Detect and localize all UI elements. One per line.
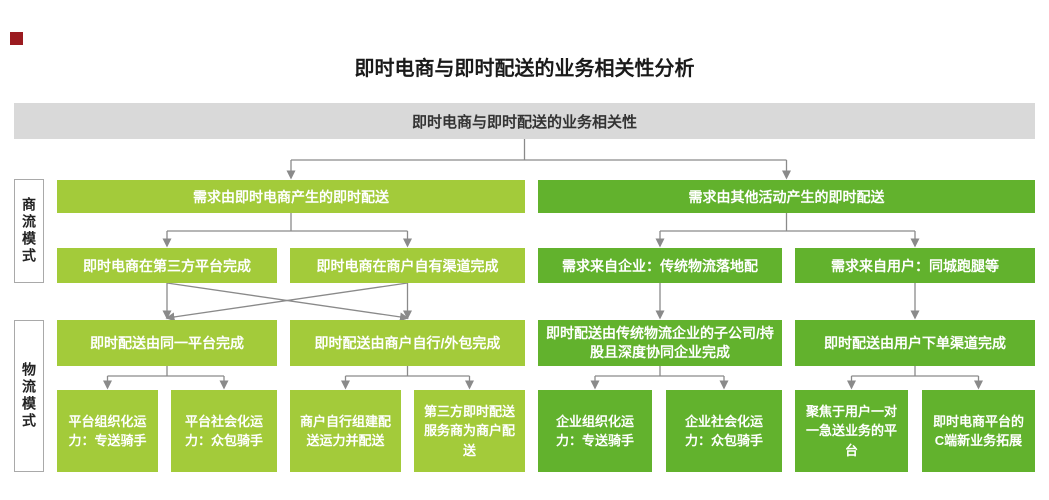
node-level4-urgent-delivery-platform: 聚焦于用户一对一急送业务的平台 xyxy=(795,390,908,472)
node-level2-enterprise-demand: 需求来自企业：传统物流落地配 xyxy=(538,248,782,283)
side-label-business-flow: 商流模式 xyxy=(14,179,44,283)
node-level4-ecommerce-c-end-expansion: 即时电商平台的C端新业务拓展 xyxy=(922,390,1035,472)
node-level4-platform-organized-riders: 平台组织化运力：专送骑手 xyxy=(57,390,158,472)
page-title: 即时电商与即时配送的业务相关性分析 xyxy=(354,58,695,80)
node-level3-user-order-channel: 即时配送由用户下单渠道完成 xyxy=(795,320,1035,366)
node-level4-enterprise-organized-riders: 企业组织化运力：专送骑手 xyxy=(538,390,652,472)
node-level3-traditional-logistics-subsidiary: 即时配送由传统物流企业的子公司/持股且深度协同企业完成 xyxy=(538,320,782,366)
node-level2-third-party-platform: 即时电商在第三方平台完成 xyxy=(57,248,277,283)
side-label-logistics-flow: 物流模式 xyxy=(14,320,44,472)
logo-red-square xyxy=(10,32,23,45)
root-banner: 即时电商与即时配送的业务相关性 xyxy=(14,103,1035,139)
node-level4-third-party-delivery-provider: 第三方即时配送服务商为商户配送 xyxy=(414,390,525,472)
node-level1-ecommerce-demand: 需求由即时电商产生的即时配送 xyxy=(57,180,525,213)
node-level2-user-demand: 需求来自用户：同城跑腿等 xyxy=(795,248,1035,283)
node-level2-merchant-own-channel: 即时电商在商户自有渠道完成 xyxy=(290,248,525,283)
node-level3-same-platform: 即时配送由同一平台完成 xyxy=(57,320,277,366)
node-level4-merchant-own-delivery: 商户自行组建配送运力并配送 xyxy=(290,390,401,472)
node-level4-platform-crowdsourced-riders: 平台社会化运力：众包骑手 xyxy=(171,390,277,472)
node-level1-other-demand: 需求由其他活动产生的即时配送 xyxy=(538,180,1035,213)
node-level4-enterprise-crowdsourced-riders: 企业社会化运力：众包骑手 xyxy=(666,390,782,472)
node-level3-merchant-self-outsource: 即时配送由商户自行/外包完成 xyxy=(290,320,525,366)
